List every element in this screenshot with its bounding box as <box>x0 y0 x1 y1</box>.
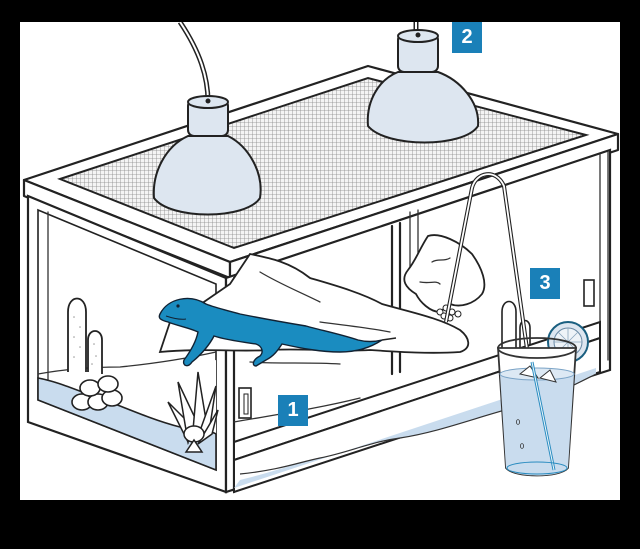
callout-badge-3: 3 <box>530 268 560 299</box>
illustration-canvas: 2 1 3 <box>20 22 620 500</box>
lamp-cord-left-icon <box>177 22 211 103</box>
terrarium-illustration <box>22 22 620 494</box>
rock-icon <box>403 234 486 322</box>
callout-badge-1: 1 <box>278 395 308 426</box>
heat-lamp-left-icon <box>152 95 262 216</box>
callout-label-3: 3 <box>539 272 551 294</box>
callout-label-2: 2 <box>461 26 473 48</box>
water-glass-icon <box>497 321 589 477</box>
succulent-icon <box>167 371 219 453</box>
drip-tube-icon <box>444 172 532 371</box>
callout-badge-2: 2 <box>452 22 482 53</box>
heat-lamp-right-icon <box>366 29 480 144</box>
lizard-icon <box>158 297 397 367</box>
cactus-icon <box>67 297 123 411</box>
callout-label-1: 1 <box>287 399 299 421</box>
